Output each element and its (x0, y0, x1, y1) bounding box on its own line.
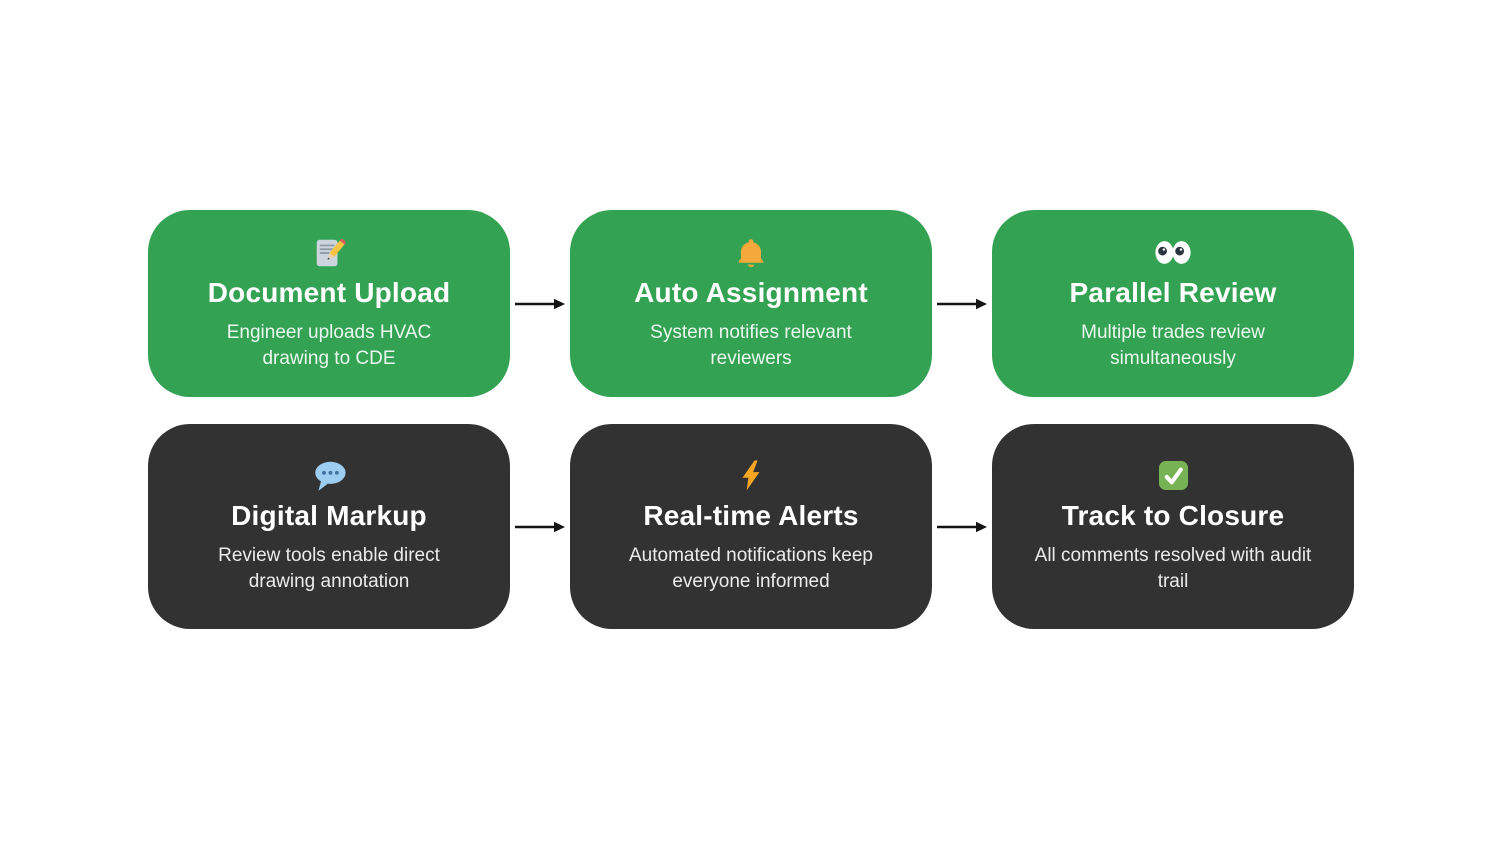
card-description: Review tools enable direct drawing annot… (218, 544, 440, 592)
card-title: Track to Closure (1061, 499, 1285, 531)
card-title: Parallel Review (1069, 276, 1277, 308)
right-arrow-icon (515, 298, 565, 309)
card-title: Digital Markup (231, 499, 427, 531)
card-digital-markup: Digital Markup Review tools enable direc… (148, 424, 510, 629)
arrow-real-time-alerts-to-track-to-closure (932, 424, 992, 629)
card-title: Auto Assignment (634, 276, 868, 308)
card-description: Multiple trades review simultaneously (1081, 321, 1265, 369)
right-arrow-icon (515, 521, 565, 532)
bell-icon (736, 235, 766, 271)
card-real-time-alerts: Real-time Alerts Automated notifications… (570, 424, 932, 629)
arrow-auto-assignment-to-parallel-review (932, 210, 992, 397)
check-mark-icon (1158, 458, 1189, 494)
flow-row-1: Document Upload Engineer uploads HVAC dr… (148, 210, 1354, 397)
card-description: Automated notifications keep everyone in… (629, 544, 873, 592)
memo-icon (312, 235, 346, 271)
flow-grid: Document Upload Engineer uploads HVAC dr… (148, 210, 1354, 629)
card-parallel-review: Parallel Review Multiple trades review s… (992, 210, 1354, 397)
card-description: All comments resolved with audit trail (1034, 544, 1312, 592)
lightning-icon (739, 458, 763, 494)
card-auto-assignment: Auto Assignment System notifies relevant… (570, 210, 932, 397)
flow-row-2: Digital Markup Review tools enable direc… (148, 424, 1354, 629)
card-title: Real-time Alerts (643, 499, 859, 531)
card-track-to-closure: Track to Closure All comments resolved w… (992, 424, 1354, 629)
card-document-upload: Document Upload Engineer uploads HVAC dr… (148, 210, 510, 397)
right-arrow-icon (937, 521, 987, 532)
right-arrow-icon (937, 298, 987, 309)
card-description: Engineer uploads HVAC drawing to CDE (226, 321, 432, 369)
eyes-icon (1154, 235, 1192, 271)
arrow-document-upload-to-auto-assignment (510, 210, 570, 397)
speech-balloon-icon (312, 458, 347, 494)
arrow-digital-markup-to-real-time-alerts (510, 424, 570, 629)
card-description: System notifies relevant reviewers (650, 321, 852, 369)
card-title: Document Upload (207, 276, 451, 308)
